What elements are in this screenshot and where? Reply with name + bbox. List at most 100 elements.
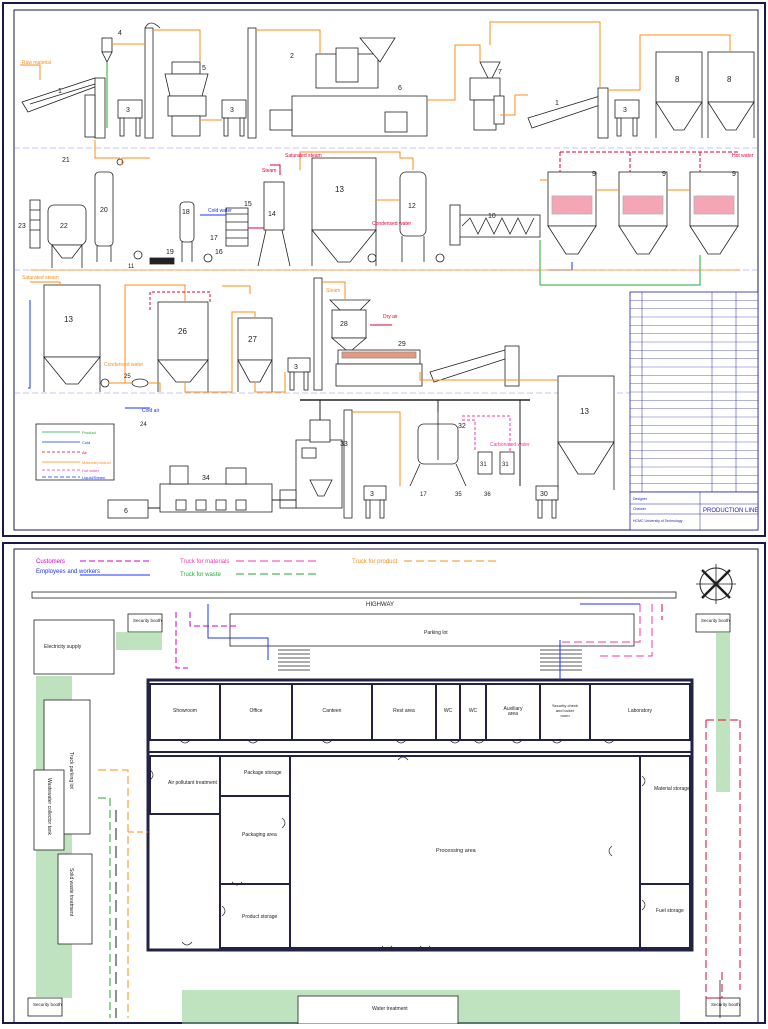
silo-8a (655, 51, 703, 138)
label-hot-water: Hot water (732, 153, 754, 159)
room-rest-area: Rest area (371, 683, 437, 741)
number-3c: 3 (623, 107, 627, 114)
gate-left (278, 649, 310, 671)
extractor-7 (469, 61, 505, 131)
row-1-labels: Raw material 1 3 4 5 3 2 6 7 1 3 8 8 (22, 30, 732, 114)
screw-press-10 (449, 204, 541, 246)
motor-19 (149, 257, 175, 265)
booth-label: Security booth (33, 1002, 62, 1007)
routes (98, 603, 741, 1018)
row-4-labels: Product Cold Air Material/product Hot wa… (82, 423, 548, 515)
weighing-scale-3 (117, 99, 143, 137)
green-strip (716, 632, 730, 792)
package-storage: Package storage (219, 755, 291, 797)
label-steam: Steam (262, 168, 276, 174)
pump-16 (203, 253, 213, 263)
number-13c: 13 (580, 407, 589, 416)
number-29: 29 (398, 341, 406, 348)
silo-8b (707, 51, 755, 138)
fermentation-tank-13 (311, 157, 377, 266)
room-wc-1: WC (435, 683, 461, 741)
room-label: Laboratory (628, 708, 652, 714)
number-7: 7 (498, 69, 502, 76)
conveyor-1c (429, 345, 520, 387)
number-10: 10 (488, 213, 496, 220)
product-storage: Product storage (219, 883, 291, 949)
room-label: Rest area (393, 708, 415, 714)
roaster-5 (164, 61, 209, 137)
conveyor-1 (21, 77, 106, 139)
parts-list-table (629, 291, 759, 493)
number-31a: 31 (480, 462, 487, 468)
room-label: WC (469, 708, 478, 714)
extraction-tanks-9 (547, 171, 739, 255)
svg-text:Solid waste treatment: Solid waste treatment (68, 868, 74, 917)
number-24: 24 (140, 422, 147, 428)
number-32: 32 (458, 423, 466, 430)
svg-text:Package storage: Package storage (244, 770, 282, 776)
row-1-equipment (21, 22, 755, 139)
row-3-pipes (28, 281, 558, 409)
packaging-machine-33 (279, 419, 343, 509)
route-product (98, 769, 129, 1018)
tank-13b (43, 284, 101, 392)
svg-text:Product storage: Product storage (242, 914, 278, 920)
elevator-3 (313, 277, 323, 391)
processing-area: Processing area (289, 755, 641, 949)
route-materials (560, 604, 641, 643)
booth-label: Security booth (133, 618, 162, 623)
tank-26 (157, 301, 209, 392)
number-28: 28 (340, 321, 348, 328)
label-cold-water: Cold water (208, 208, 232, 214)
number-16: 16 (215, 249, 223, 256)
security-booth-bottom-right: Security booth (705, 997, 741, 1017)
legend-box (35, 423, 115, 481)
room-label: WC (444, 708, 453, 714)
column-23 (29, 199, 41, 249)
parking-lot (229, 613, 635, 647)
room-label: Canteen (323, 708, 342, 714)
route-customers (175, 612, 188, 669)
number-17b: 17 (420, 492, 427, 498)
number-35: 35 (455, 492, 462, 498)
number-23: 23 (18, 223, 26, 230)
number-1b: 1 (555, 100, 559, 107)
svg-text:Packaging area: Packaging area (242, 832, 277, 838)
room-wc-2: WC (459, 683, 487, 741)
electricity-supply: Electricity supply (33, 619, 115, 675)
water-treatment: Water treatment (297, 995, 459, 1025)
title-block-checker: Checker (633, 507, 647, 511)
legend-truck-materials: Truck for materials (180, 559, 229, 565)
number-21: 21 (62, 157, 70, 164)
number-1: 1 (58, 88, 62, 95)
number-8b: 8 (727, 75, 732, 84)
number-5: 5 (202, 65, 206, 72)
gate-right (540, 649, 582, 671)
legend-item-3: Air (82, 450, 88, 455)
legend-item-2: Cold (82, 440, 90, 445)
parking-lot-label: Parking lot (424, 630, 448, 636)
number-4: 4 (118, 30, 122, 37)
production-line-sheet: Raw material 1 3 4 5 3 2 6 7 1 3 8 8 (2, 2, 766, 537)
title-block: PRODUCTION LINE Designer Checker HCMC Un… (629, 491, 759, 531)
title-block-frame (629, 491, 759, 531)
tank-12 (399, 171, 427, 262)
label-condensed-water: Condensed water (372, 221, 412, 227)
row-4-equipment (35, 409, 559, 519)
legend-employees: Employees and workers (36, 569, 100, 575)
route-employees (207, 604, 269, 660)
number-17: 17 (210, 235, 218, 242)
security-booth-top-left: Security booth (127, 613, 163, 633)
title-block-school: HCMC University of Technology (633, 519, 683, 523)
wastewater-collector-tank: Wastewater collector tank (33, 769, 65, 851)
number-3: 3 (126, 107, 130, 114)
legend-truck-waste: Truck for waste (180, 572, 221, 578)
pump-11c (435, 253, 445, 263)
svg-text:Air pollutant treatment: Air pollutant treatment (168, 780, 218, 786)
scale-3b (221, 99, 247, 137)
parts-table-rows (630, 300, 758, 484)
highway-label: HIGHWAY (366, 602, 394, 608)
row-1-pipes (20, 21, 731, 159)
